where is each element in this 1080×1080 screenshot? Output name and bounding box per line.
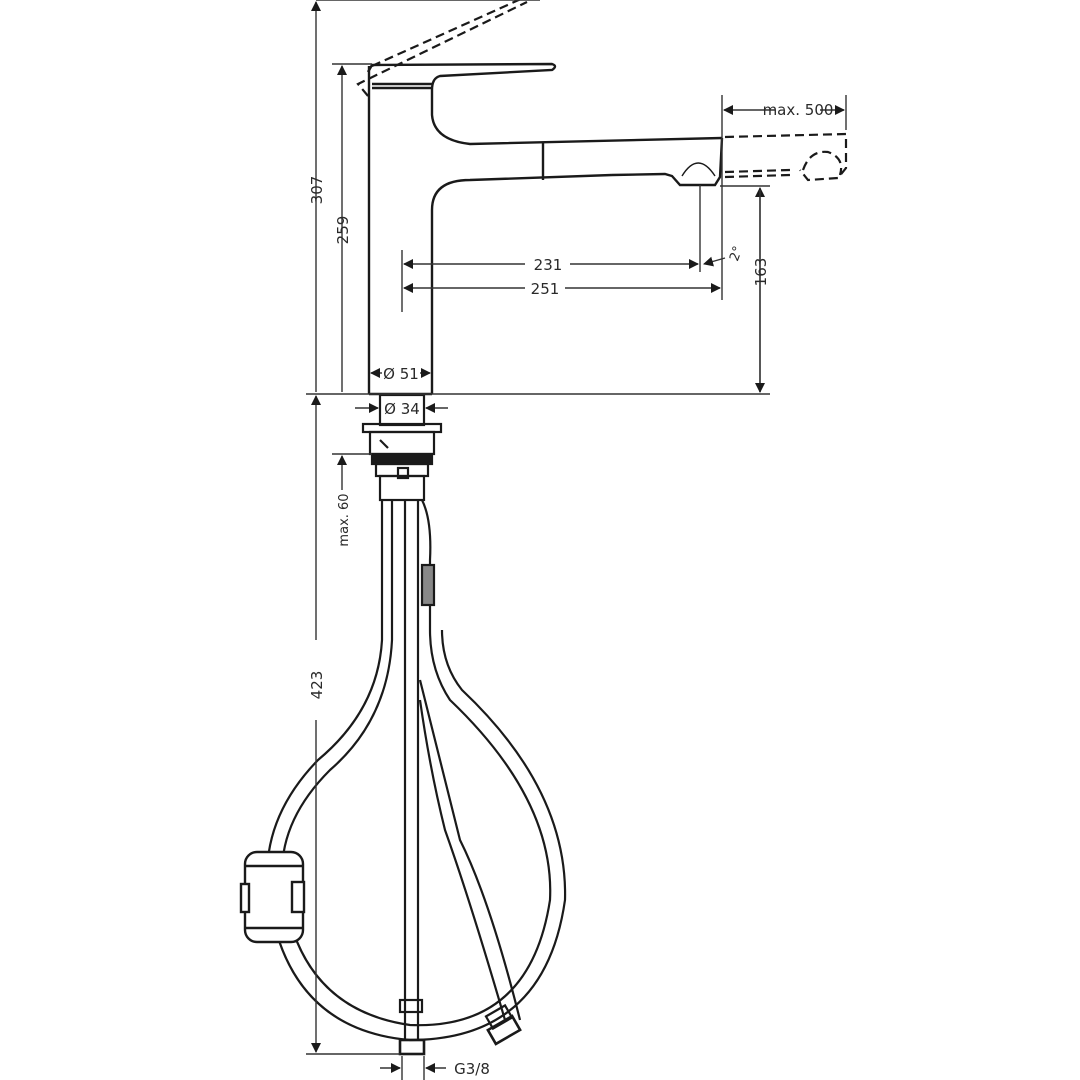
shank-assembly (361, 393, 443, 502)
lever-open-dashed (356, 0, 528, 97)
dim-spout-height: 163 (752, 258, 770, 287)
pullout-hose-loop (266, 500, 567, 1042)
dim-max-deck-thickness: max. 60 (337, 493, 352, 546)
dim-reach-outlet: 231 (534, 256, 563, 274)
dim-spray-angle: 2° (727, 244, 746, 263)
dimension-lines (306, 0, 847, 1080)
dim-total-height: 307 (308, 176, 326, 205)
dim-body-diameter: Ø 51 (383, 365, 419, 383)
dim-body-height: 259 (334, 216, 352, 245)
supply-hoses (398, 499, 522, 1056)
dim-connection-thread: G3/8 (454, 1060, 490, 1078)
dim-reach-total: 251 (531, 280, 560, 298)
hose-weight (239, 850, 306, 944)
dim-pullout-max: max. 500 (763, 101, 834, 119)
dim-shank-diameter: Ø 34 (384, 400, 420, 418)
tap-body (366, 62, 724, 396)
spout-pullout-dashed (724, 132, 848, 182)
dim-hose-length: 423 (308, 671, 326, 700)
